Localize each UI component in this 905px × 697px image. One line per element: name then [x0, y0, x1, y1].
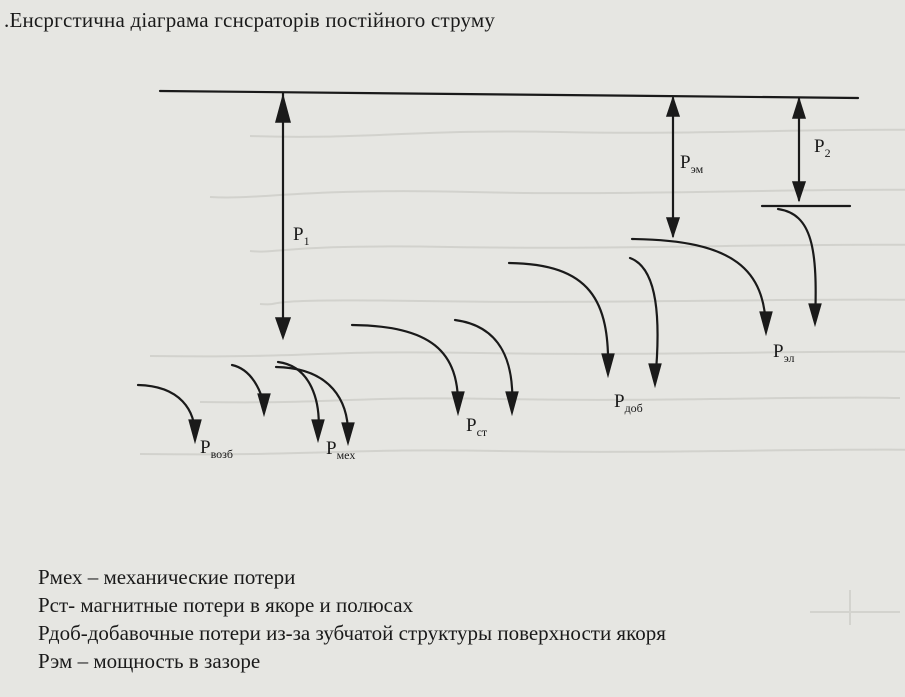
label-p-em: Pэм	[680, 152, 704, 176]
pem-branch-arrow	[630, 237, 768, 332]
p1-arrow-head-top	[275, 93, 291, 123]
label-p-dob: Pдоб	[614, 391, 643, 415]
legend: Рмех – механические потери Рст- магнитны…	[38, 563, 666, 675]
p2-arrow-head-bottom	[791, 181, 807, 203]
label-p-mekh: Pмех	[326, 438, 355, 462]
power-bus-line	[158, 89, 860, 100]
pdob-loss-arrow-1	[507, 261, 610, 374]
p2-arrow-head-top	[791, 96, 807, 119]
diagram-title: .Енсргстична діаграма гснсраторів постій…	[4, 8, 496, 32]
p1-arrow-head-bottom	[274, 317, 292, 341]
pst-loss-arrow-2	[453, 318, 514, 412]
legend-item-pst: Рст- магнитные потери в якоре и полюсах	[38, 593, 414, 617]
pem-arrow-head-bottom	[665, 217, 681, 239]
label-p-vozb: Pвозб	[200, 437, 233, 461]
pdob-loss-arrow-2	[628, 256, 659, 385]
label-p2: P2	[814, 136, 831, 160]
legend-item-pem: Рэм – мощность в зазоре	[38, 649, 261, 673]
legend-item-pmekh: Рмех – механические потери	[38, 565, 296, 589]
label-p1: P1	[293, 224, 310, 248]
pmekh-loss-arrow-1	[274, 365, 350, 442]
pst-loss-arrow-1	[350, 323, 460, 412]
pvozb-loss-arrow-1	[230, 363, 266, 414]
label-p-st: Pст	[466, 415, 488, 439]
legend-item-pdob: Рдоб-добавочные потери из-за зубчатой ст…	[38, 621, 666, 645]
pvozb-loss-arrow-2	[136, 383, 197, 440]
label-p-el: Pэл	[773, 341, 795, 365]
pel-loss-arrow	[776, 207, 817, 324]
pem-arrow-head-top	[665, 95, 681, 117]
